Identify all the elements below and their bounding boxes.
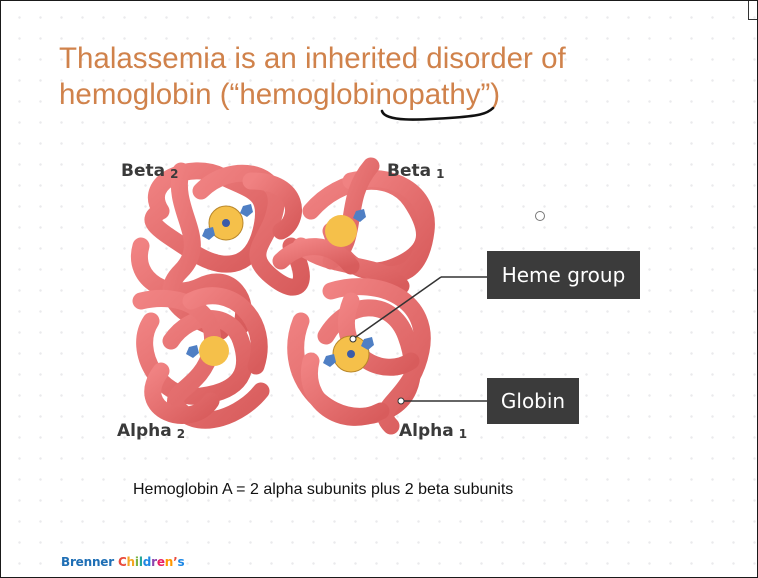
logo-letter: ’ [173,555,178,569]
hemoglobin-caption: Hemoglobin A = 2 alpha subunits plus 2 b… [133,481,514,498]
alpha-2-chain [132,287,270,429]
logo-letter: e [156,555,165,569]
heme-leader-line [352,276,442,340]
logo-letter: r [151,555,157,569]
logo-letter: h [126,555,136,569]
brenner-childrens-logo: Brenner Children’s [61,555,185,569]
heme-group-callout: Heme group [487,251,640,299]
title-line-2-end: ”) [480,78,501,111]
heme-group-alpha-1 [323,335,374,373]
globin-callout: Globin [487,378,579,424]
title-line-2-start: hemoglobin (“hemoglobi [59,78,376,111]
logo-brand: Brenner [61,555,114,569]
handwritten-underline [380,106,495,121]
slide-title: Thalassemia is an inherited disorder of … [59,41,679,113]
logo-letter: n [164,555,174,569]
hemoglobin-structure-illustration [130,157,487,435]
title-underlined-word: nopathy [375,78,481,111]
globin-leader-dot [397,397,405,405]
title-line-2: hemoglobin (“hemoglobinopathy”) [59,77,679,113]
logo-letter: l [138,555,143,569]
corner-mark [748,1,757,20]
beta-2-chain [130,162,310,340]
pointer-cursor [535,211,545,221]
logo-letter: i [134,555,139,569]
logo-letter: d [142,555,152,569]
logo-letter: s [177,555,185,569]
heme-leader-dot [349,335,357,343]
heme-group-beta-1 [325,209,366,247]
heme-group-alpha-2 [186,336,229,366]
heme-group-beta-2 [202,204,253,241]
title-line-1: Thalassemia is an inherited disorder of [59,42,566,75]
logo-letter: C [117,555,127,569]
